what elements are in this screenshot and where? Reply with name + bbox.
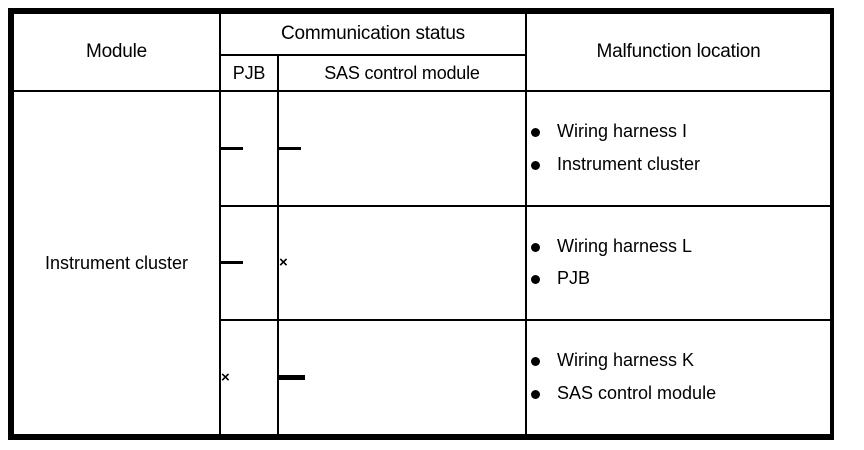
header-row-primary: Module Communication status Malfunction … xyxy=(12,12,832,92)
column-header-pjb: PJB xyxy=(219,54,279,92)
dash-marker-icon xyxy=(221,261,243,265)
column-header-sas-control-module: SAS control module xyxy=(277,54,527,92)
column-header-communication-status: Communication status xyxy=(219,12,527,56)
table-body: Instrument cluster Wiring harness I Inst… xyxy=(12,90,832,436)
status-cell-sas-row-3 xyxy=(277,319,527,436)
malfunction-cell-row-2: Wiring harness L PJB xyxy=(525,204,832,322)
header-row-secondary: PJB SAS control module xyxy=(13,54,831,92)
status-cell-pjb-row-1 xyxy=(219,90,279,207)
list-item: SAS control module xyxy=(527,382,830,406)
cross-marker-icon: × xyxy=(279,254,288,272)
malfunction-list: Wiring harness L PJB xyxy=(527,235,830,292)
list-item: Instrument cluster xyxy=(527,153,830,177)
cross-marker-icon: × xyxy=(221,368,230,386)
malfunction-cell-row-3: Wiring harness K SAS control module xyxy=(525,319,832,436)
table-row: × Wiring harness K SAS control module xyxy=(13,319,832,436)
list-item: Wiring harness K xyxy=(527,349,830,373)
table-header: Module Communication status Malfunction … xyxy=(12,12,832,92)
dash-marker-icon xyxy=(279,374,305,380)
table-row: × Wiring harness L PJB xyxy=(13,204,832,322)
list-item: Wiring harness I xyxy=(527,120,830,144)
dash-marker-icon xyxy=(279,146,301,150)
diagnostic-table-frame: Module Communication status Malfunction … xyxy=(8,8,834,440)
malfunction-list: Wiring harness K SAS control module xyxy=(527,349,830,406)
list-item: PJB xyxy=(527,267,830,291)
malfunction-list: Wiring harness I Instrument cluster xyxy=(527,120,830,177)
status-cell-sas-row-1 xyxy=(277,90,527,207)
dash-marker-icon xyxy=(221,146,243,150)
module-name-cell: Instrument cluster xyxy=(12,90,221,436)
diagnostic-table: Module Communication status Malfunction … xyxy=(12,12,832,436)
status-cell-sas-row-2: × xyxy=(277,204,527,322)
list-item: Wiring harness L xyxy=(527,235,830,259)
status-cell-pjb-row-2 xyxy=(219,204,279,322)
status-cell-pjb-row-3: × xyxy=(219,319,279,436)
malfunction-cell-row-1: Wiring harness I Instrument cluster xyxy=(525,90,832,207)
column-header-malfunction-location: Malfunction location xyxy=(525,12,832,92)
table-row: Instrument cluster Wiring harness I Inst… xyxy=(12,90,832,436)
column-header-module: Module xyxy=(12,12,221,92)
